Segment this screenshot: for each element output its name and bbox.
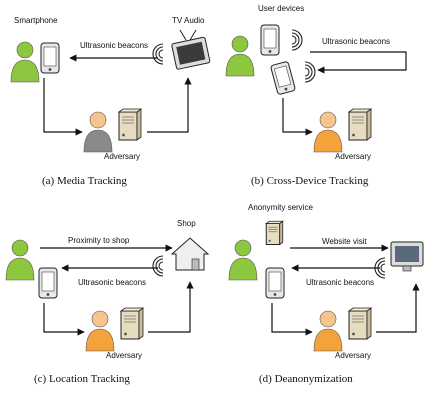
user-person-icon (225, 35, 255, 77)
caption-b: (b) Cross-Device Tracking (251, 175, 369, 187)
ultrasonic-waves-icon (291, 29, 303, 51)
tablet-icon (260, 24, 280, 56)
server-icon (347, 108, 373, 141)
adversary-label: Adversary (335, 152, 371, 161)
monitor-icon (390, 241, 424, 272)
smartphone-icon (40, 42, 60, 74)
panel-b: User devices Ultrasonic beacons Adversar… (225, 4, 407, 187)
adversary-label: Adversary (104, 152, 140, 161)
beacons-label: Ultrasonic beacons (80, 41, 148, 50)
beacons-label: Ultrasonic beacons (78, 278, 146, 287)
tv-icon (171, 29, 211, 70)
adversary-person-icon (83, 111, 113, 153)
panel-c: Shop Proximity to shop Ultrasonic beacon… (5, 219, 210, 385)
inject-arrow (376, 283, 420, 333)
proximity-label: Proximity to shop (68, 236, 130, 245)
house-icon (170, 237, 210, 271)
beacon-arrow (310, 51, 407, 74)
anonymity-server-icon (265, 220, 284, 246)
caption-c: (c) Location Tracking (34, 373, 130, 385)
user-person-icon (10, 41, 40, 83)
adversary-person-icon (313, 310, 343, 352)
caption-a: (a) Media Tracking (42, 175, 127, 187)
caption-d: (d) Deanonymization (259, 373, 353, 385)
smartphone-label: Smartphone (14, 16, 58, 25)
adversary-label: Adversary (106, 351, 142, 360)
smartphone-icon (38, 267, 58, 299)
report-arrow (271, 303, 313, 336)
server-icon (347, 307, 373, 340)
smartphone-icon (265, 267, 285, 299)
ultrasonic-waves-icon (304, 61, 316, 83)
panel-d: Anonymity service Website visit Ultrason… (228, 203, 424, 385)
user-person-icon (5, 239, 35, 281)
beacons-label: Ultrasonic beacons (322, 37, 390, 46)
report-arrow (43, 303, 85, 336)
user-person-icon (228, 239, 258, 281)
inject-arrow (147, 77, 192, 133)
report-arrow (282, 98, 313, 136)
ultrasonic-waves-icon (152, 255, 164, 277)
adversary-label: Adversary (335, 351, 371, 360)
adversary-person-icon (313, 111, 343, 153)
adversary-person-icon (85, 310, 115, 352)
server-icon (119, 307, 145, 340)
beacons-label: Ultrasonic beacons (306, 278, 374, 287)
ultrasonic-waves-icon (152, 43, 164, 65)
panel-a: Smartphone TV Audio Ultrasonic beacons A… (10, 16, 211, 187)
smartphone-icon (270, 61, 296, 95)
report-arrow (43, 78, 83, 136)
inject-arrow (148, 281, 194, 333)
anonymity-service-label: Anonymity service (248, 203, 313, 212)
tv-audio-label: TV Audio (172, 16, 205, 25)
server-icon (117, 108, 143, 141)
shop-label: Shop (177, 219, 196, 228)
website-visit-label: Website visit (322, 237, 368, 246)
user-devices-label: User devices (258, 4, 304, 13)
